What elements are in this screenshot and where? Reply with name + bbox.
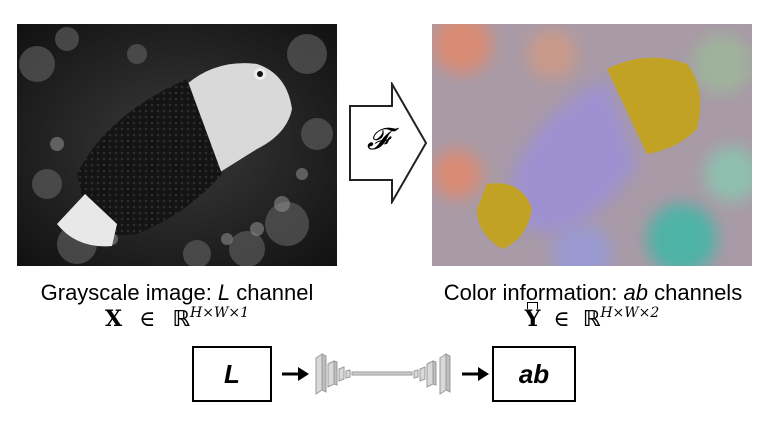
left-caption-suffix: channel [230, 280, 314, 305]
right-math-in: ∈ [553, 307, 570, 332]
left-math-exponent: H×W×1 [190, 305, 249, 321]
ab-channels-image [432, 24, 752, 266]
mapping-arrow [348, 80, 428, 206]
grayscale-image [17, 24, 337, 266]
left-caption-prefix: Grayscale image: [40, 280, 218, 305]
input-arrow [282, 366, 310, 387]
right-caption-channel: ab [623, 280, 649, 305]
left-math-in: ∈ [139, 307, 156, 332]
input-l-box: L [192, 346, 272, 402]
right-math-exponent: H×W×2 [600, 305, 660, 321]
right-caption-suffix: channels [648, 280, 743, 305]
right-math: Y ∈ ℝH×W×2 [432, 302, 752, 332]
ab-color-illustration [432, 24, 752, 266]
output-arrow [462, 366, 490, 387]
network-icon [312, 350, 462, 403]
left-math: X ∈ ℝH×W×1 [17, 305, 337, 332]
output-ab-box: ab [492, 346, 576, 402]
left-caption-channel: L [217, 280, 231, 305]
right-caption: Color information: ab channels [428, 280, 758, 306]
left-caption: Grayscale image: L channel [17, 280, 337, 306]
left-math-symbol: X [105, 306, 123, 332]
right-math-symbol: Y [524, 302, 541, 332]
mapping-function-symbol: 𝓕 [366, 122, 390, 157]
right-math-space: ℝ [582, 307, 601, 332]
left-math-space: ℝ [172, 307, 191, 332]
right-caption-prefix: Color information: [443, 280, 624, 305]
grayscale-fish-illustration [17, 24, 337, 266]
